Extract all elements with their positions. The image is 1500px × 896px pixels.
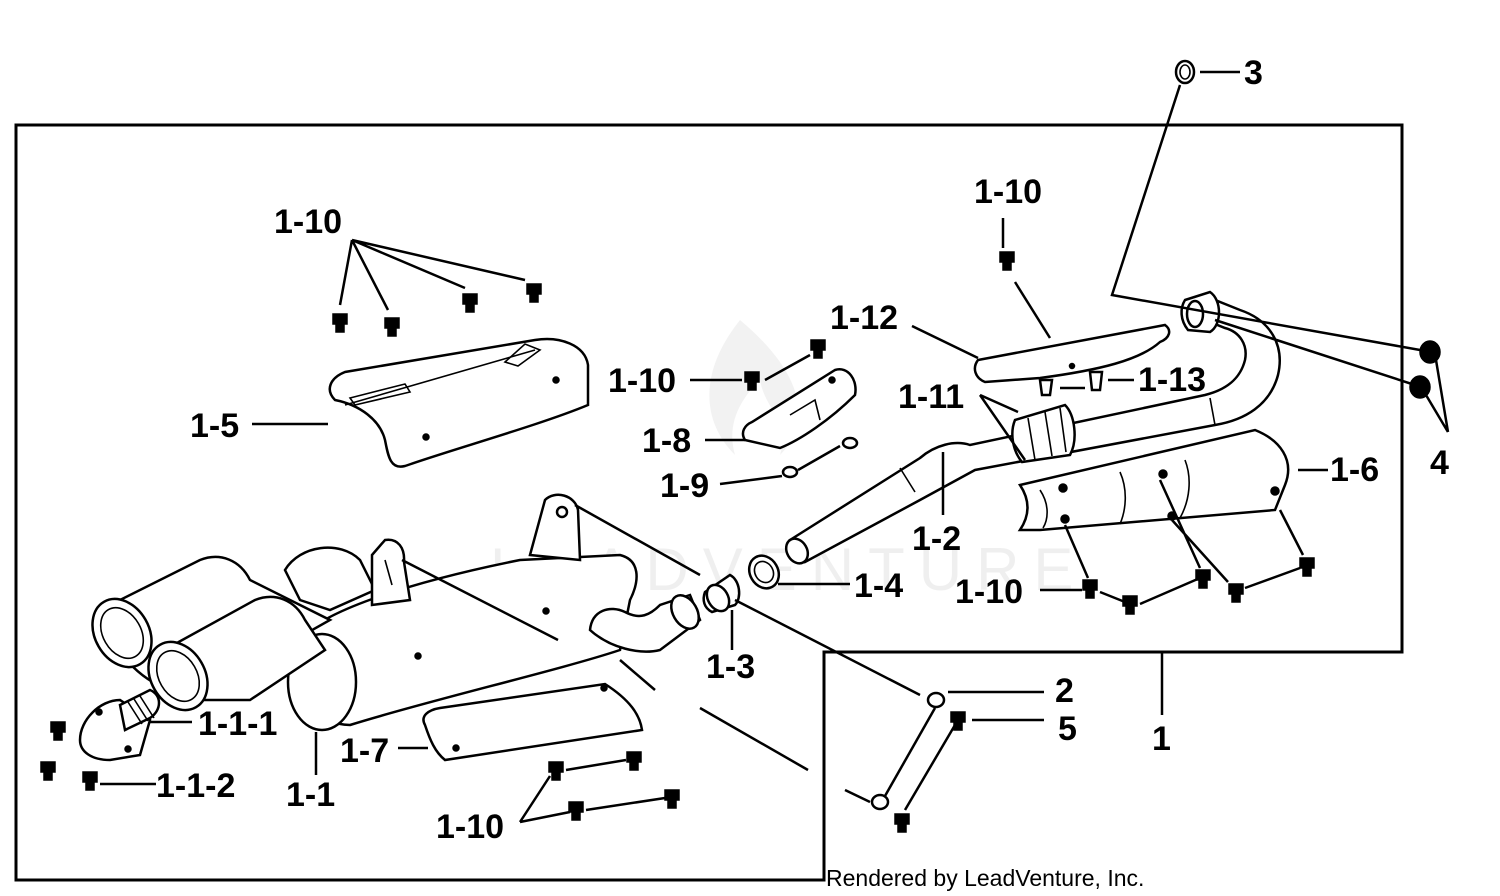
- leader-lines: [100, 70, 1450, 824]
- label-1-2: 1-2: [912, 520, 961, 558]
- label-1-12: 1-12: [830, 299, 898, 337]
- washer-1-9: [841, 436, 859, 450]
- label-1-1-2: 1-1-2: [156, 767, 235, 805]
- label-5: 5: [1058, 710, 1077, 748]
- bolts: [40, 251, 1315, 833]
- label-2: 2: [1055, 672, 1074, 710]
- label-1-10-top-left: 1-10: [274, 203, 342, 241]
- label-1-9: 1-9: [660, 467, 709, 505]
- label-1-5: 1-5: [190, 407, 239, 445]
- assembly-frame: [14, 123, 1404, 882]
- washer-2: [926, 691, 946, 709]
- credit-text: Rendered by LeadVenture, Inc.: [826, 865, 1144, 891]
- heat-shield-1-12: [973, 323, 1171, 384]
- label-1-3: 1-3: [706, 648, 755, 686]
- label-1-6: 1-6: [1330, 451, 1379, 489]
- heat-shield-1-6: [1017, 428, 1290, 532]
- head-pipe: [784, 290, 1281, 565]
- label-3: 3: [1244, 54, 1263, 92]
- heat-shield-small: [741, 368, 857, 450]
- bolt-1-13-b: [1088, 370, 1104, 392]
- part-labels: 1-10 1-5 1-10 1-12 1-13 1-11 1-10 1-8 1-…: [156, 54, 1449, 846]
- label-1-1: 1-1: [286, 776, 335, 814]
- label-1-11: 1-11: [898, 378, 964, 416]
- label-1: 1: [1152, 720, 1171, 758]
- heat-shield-lower: [422, 682, 644, 762]
- gasket-3: [1174, 59, 1196, 85]
- watermark-flame-icon: [709, 320, 799, 455]
- sleeve-1-3: [702, 573, 741, 614]
- clamp-1-11: [1011, 403, 1076, 464]
- label-1-8: 1-8: [642, 422, 691, 460]
- label-1-10-right: 1-10: [955, 573, 1023, 611]
- washer-1-9-b: [781, 465, 799, 479]
- nut-4-a: [1419, 340, 1441, 364]
- label-4: 4: [1430, 444, 1449, 482]
- nut-4-b: [1409, 375, 1431, 399]
- label-1-4: 1-4: [854, 567, 903, 605]
- muffler: [91, 493, 702, 732]
- spark-arrestor: [78, 688, 161, 762]
- label-1-10-bottom: 1-10: [436, 808, 504, 846]
- washer-2-b: [870, 793, 890, 811]
- label-1-10-middle: 1-10: [608, 362, 676, 400]
- bolt-1-13-a: [1038, 378, 1054, 397]
- label-1-1-1: 1-1-1: [198, 705, 277, 743]
- heat-shield-upper: [328, 337, 590, 468]
- label-1-7: 1-7: [340, 732, 389, 770]
- label-1-10-top-right: 1-10: [974, 173, 1042, 211]
- label-1-13: 1-13: [1138, 361, 1206, 399]
